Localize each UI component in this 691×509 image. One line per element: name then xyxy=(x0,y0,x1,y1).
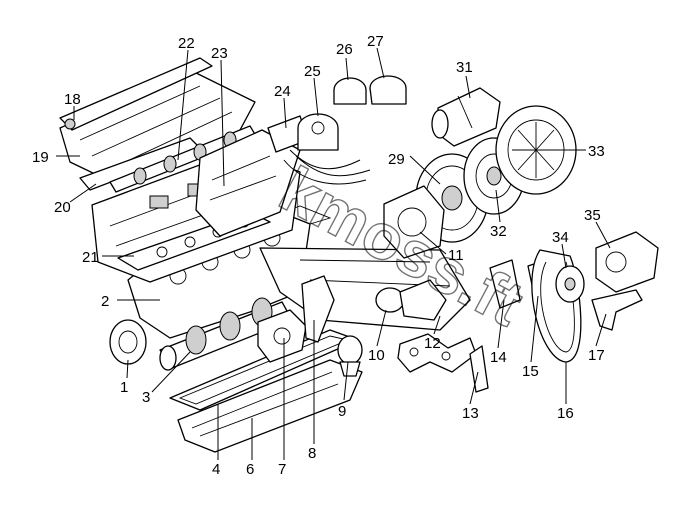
callout-29: 29 xyxy=(388,151,405,168)
callout-11: 11 xyxy=(448,247,464,264)
callout-7: 7 xyxy=(278,461,286,478)
engine-mount xyxy=(301,275,335,343)
callout-21: 21 xyxy=(82,249,99,266)
callout-22: 22 xyxy=(178,35,195,52)
callout-2: 2 xyxy=(101,293,109,310)
oil-pan xyxy=(177,359,363,453)
pump-bracket xyxy=(591,289,643,331)
callout-20: 20 xyxy=(54,199,71,216)
callout-labels: 1 2 3 4 6 7 8 9 10 11 12 13 14 15 16 17 … xyxy=(32,33,605,478)
callout-9: 9 xyxy=(338,403,346,420)
callout-34: 34 xyxy=(552,229,569,246)
callout-6: 6 xyxy=(246,461,254,478)
callout-12: 12 xyxy=(424,335,441,352)
leader-lines xyxy=(56,47,611,460)
callout-25: 25 xyxy=(304,63,321,80)
oil-pump xyxy=(257,309,307,363)
callout-15: 15 xyxy=(522,363,539,380)
callout-19: 19 xyxy=(32,149,49,166)
callout-26: 26 xyxy=(336,41,353,58)
callout-14: 14 xyxy=(490,349,507,366)
power-steering-pump xyxy=(595,231,659,293)
crank-pulley xyxy=(555,265,585,303)
alternator-bracket xyxy=(489,259,521,309)
callout-35: 35 xyxy=(584,207,601,224)
distributor xyxy=(297,113,339,151)
callout-13: 13 xyxy=(462,405,479,422)
callout-1: 1 xyxy=(120,379,128,396)
callout-10: 10 xyxy=(368,347,385,364)
callout-18: 18 xyxy=(64,91,81,108)
distributor-rotor xyxy=(369,75,407,105)
callout-27: 27 xyxy=(367,33,384,50)
callout-16: 16 xyxy=(557,405,574,422)
exhaust-manifold xyxy=(397,333,477,373)
mount-rubber xyxy=(337,335,363,377)
callout-17: 17 xyxy=(588,347,605,364)
callout-31: 31 xyxy=(456,59,473,76)
callout-4: 4 xyxy=(212,461,220,478)
callout-3: 3 xyxy=(142,389,150,406)
crank-hub xyxy=(109,319,147,365)
callout-8: 8 xyxy=(308,445,316,462)
valve-cover-gasket xyxy=(59,57,213,131)
thermostat-housing xyxy=(375,279,447,321)
callout-32: 32 xyxy=(490,223,507,240)
callout-33: 33 xyxy=(588,143,605,160)
starter-motor xyxy=(431,87,501,147)
intake-manifold xyxy=(195,129,301,237)
crankshaft xyxy=(159,297,293,371)
callout-23: 23 xyxy=(211,45,228,62)
distributor-cap xyxy=(333,77,367,105)
water-pipe xyxy=(469,345,489,393)
pressure-plate xyxy=(495,105,577,195)
callout-24: 24 xyxy=(274,83,291,100)
